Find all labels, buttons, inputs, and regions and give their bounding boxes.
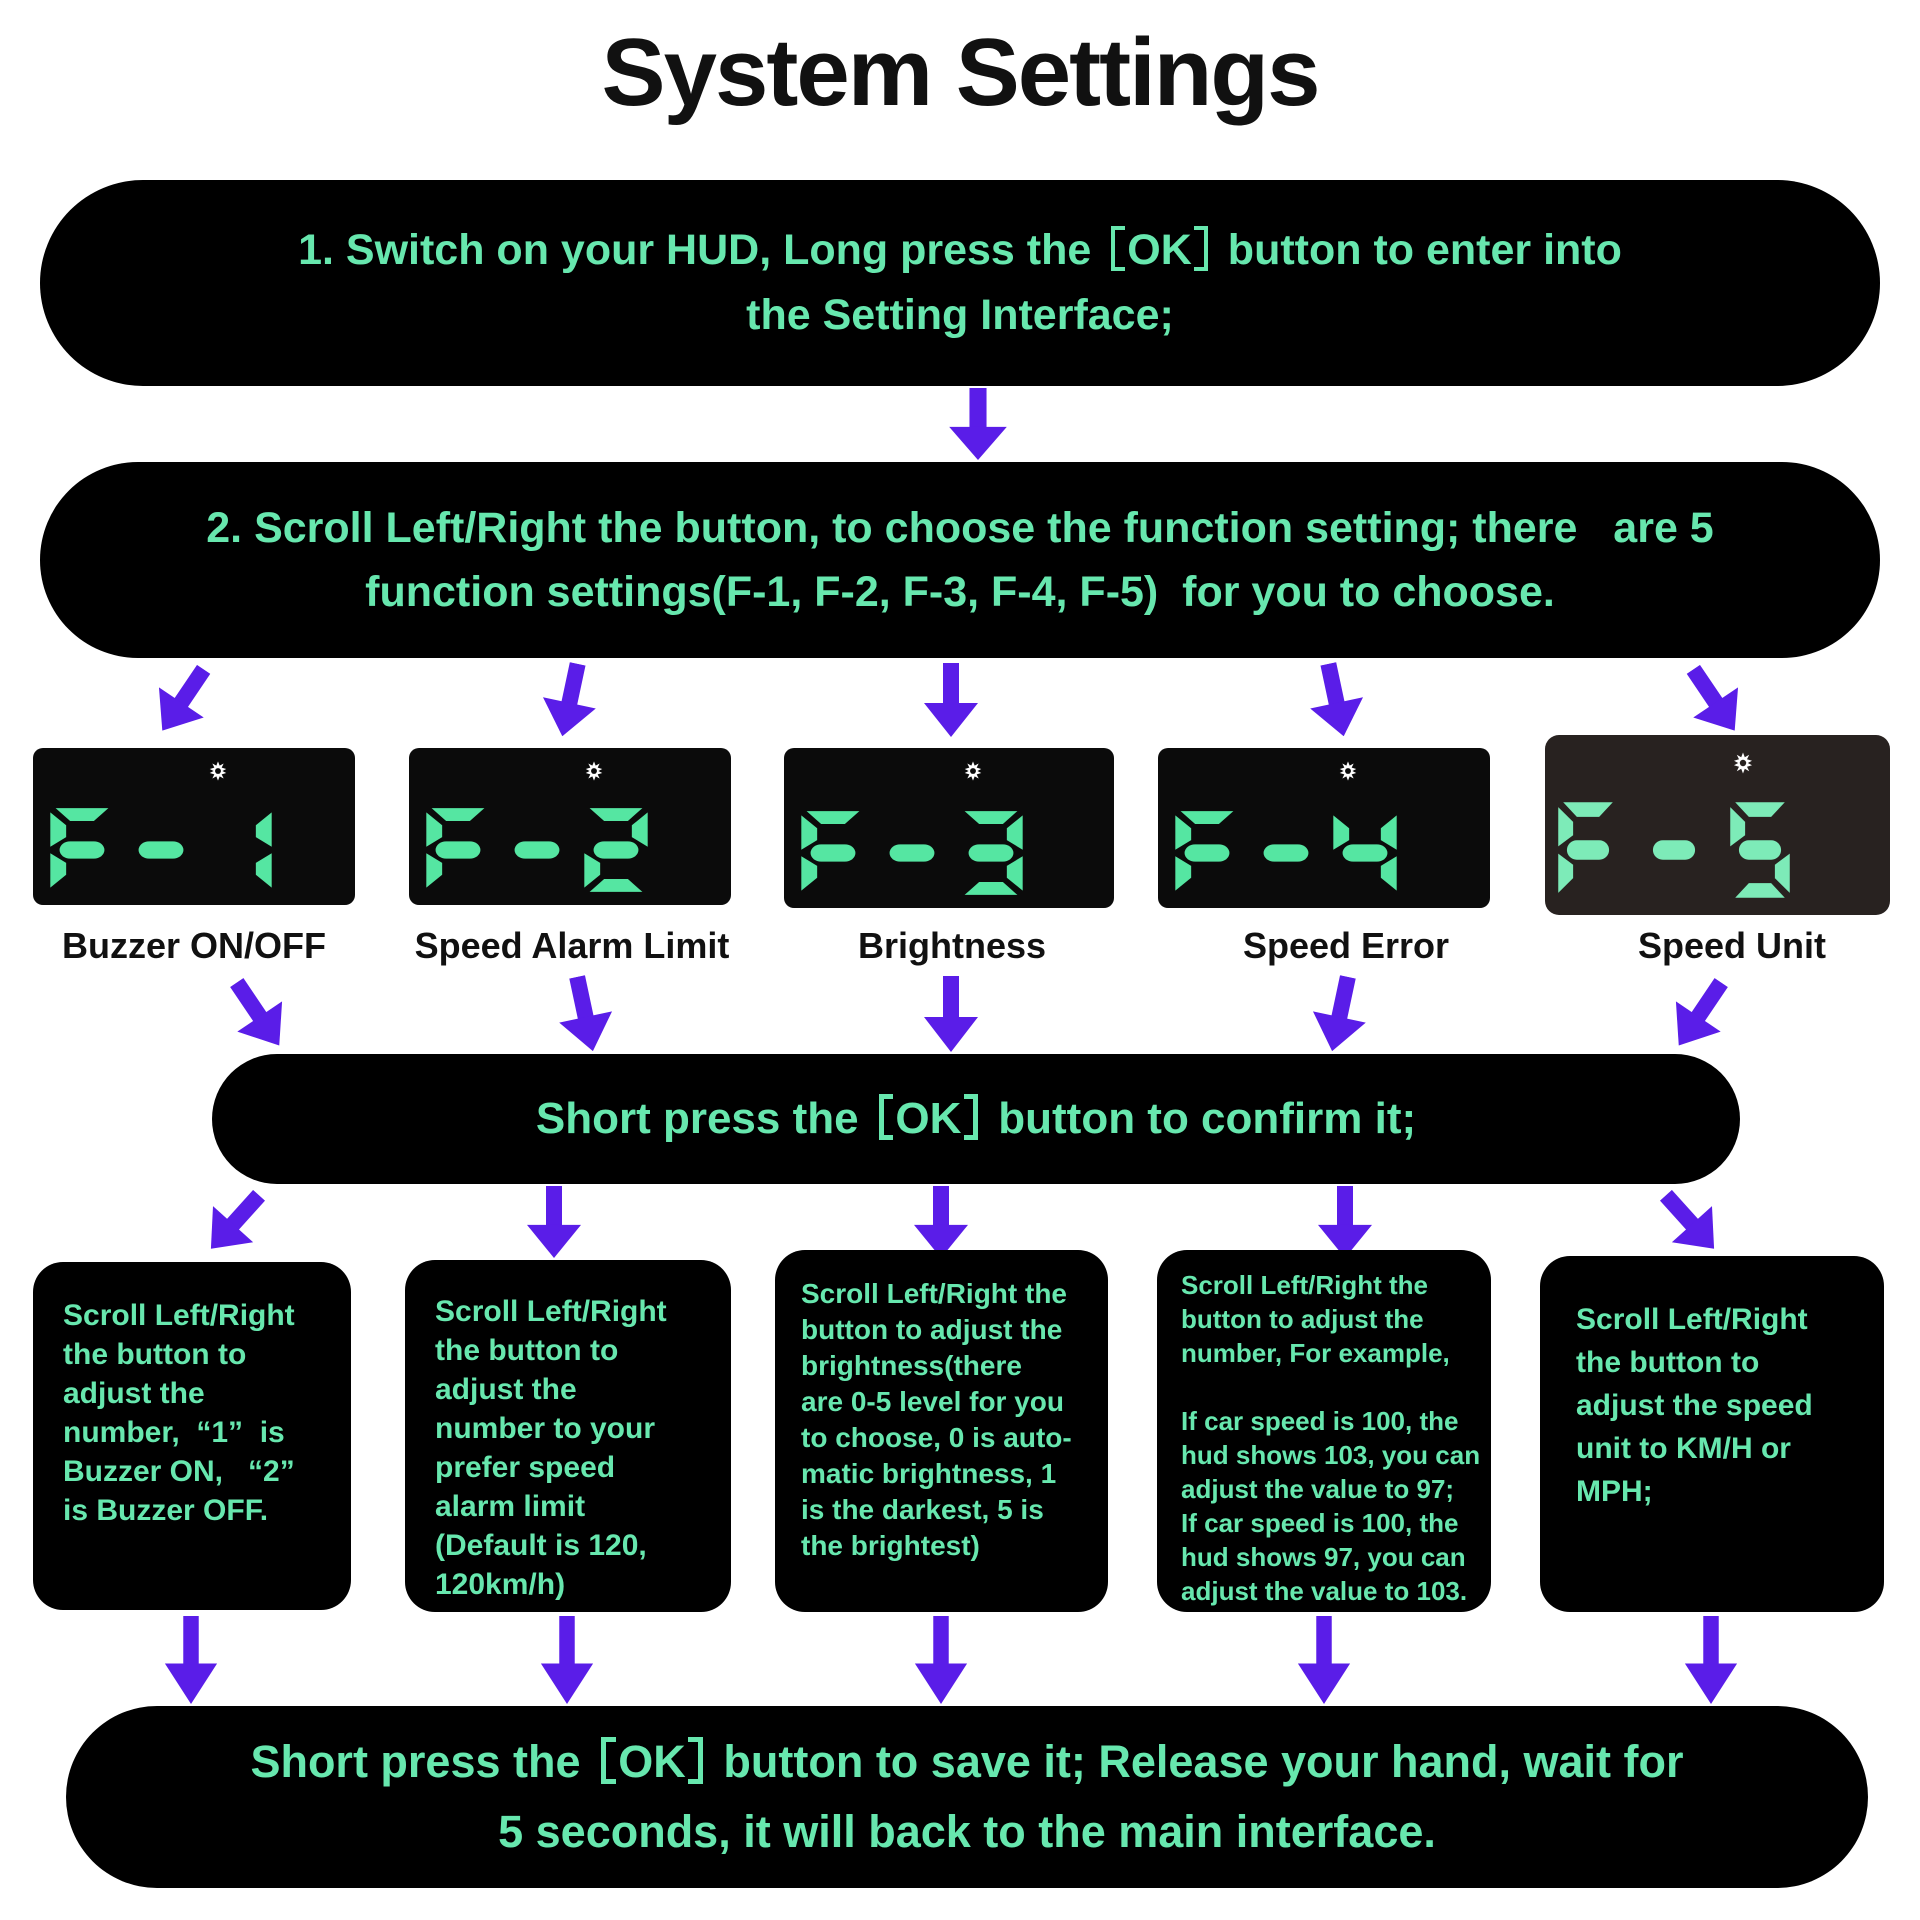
left-lenticular-bracket bbox=[1110, 226, 1126, 271]
detail-text-f3: Scroll Left/Right the button to adjust t… bbox=[801, 1278, 1072, 1561]
segment-readout bbox=[425, 807, 662, 893]
step2-text: 2. Scroll Left/Right the button, to choo… bbox=[206, 504, 1714, 616]
hud-display-f1 bbox=[33, 748, 355, 905]
function-label-f2: Speed Alarm Limit bbox=[414, 925, 730, 966]
arrow-down-left-icon bbox=[137, 653, 228, 748]
function-label-f4: Speed Error bbox=[1242, 925, 1450, 966]
right-lenticular-bracket bbox=[1193, 226, 1209, 271]
arrow-down-left-icon bbox=[1654, 966, 1746, 1063]
arrow-down-left-icon bbox=[533, 658, 607, 743]
gear-icon bbox=[1734, 752, 1753, 774]
right-lenticular-bracket bbox=[963, 1094, 979, 1141]
ok-button-label: OK bbox=[618, 1736, 686, 1787]
step1-text: 1. Switch on your HUD, Long press the OK… bbox=[40, 218, 1880, 348]
confirm-panel: Short press the OK button to confirm it; bbox=[212, 1054, 1740, 1184]
step1-text-pre: 1. Switch on your HUD, Long press the bbox=[298, 226, 1104, 274]
save-text: Short press the OK button to save it; Re… bbox=[66, 1727, 1868, 1867]
save-text-pre: Short press the bbox=[250, 1736, 594, 1787]
left-lenticular-bracket bbox=[878, 1094, 894, 1141]
arrow-down-icon bbox=[912, 1616, 970, 1704]
gear-icon bbox=[585, 761, 603, 781]
step2-panel: 2. Scroll Left/Right the button, to choo… bbox=[40, 462, 1880, 658]
ok-button-label: OK bbox=[895, 1094, 962, 1143]
hud-display-f5 bbox=[1545, 735, 1890, 915]
hud-display-f4 bbox=[1158, 748, 1490, 908]
function-label-f5: Speed Unit bbox=[1637, 925, 1826, 966]
detail-box-f5: Scroll Left/Right the button to adjust t… bbox=[1540, 1256, 1884, 1612]
gear-icon bbox=[209, 761, 227, 781]
detail-text-f5: Scroll Left/Right the button to adjust t… bbox=[1576, 1303, 1813, 1508]
segment-readout bbox=[49, 807, 286, 893]
confirm-text-post: button to confirm it; bbox=[986, 1094, 1417, 1143]
gear-icon bbox=[1340, 761, 1357, 781]
arrow-down-left-icon bbox=[1303, 971, 1377, 1058]
function-label-f1: Buzzer ON/OFF bbox=[61, 925, 326, 966]
segment-readout bbox=[800, 810, 1037, 896]
ok-button-label: OK bbox=[1127, 226, 1192, 274]
save-panel: Short press the OK button to save it; Re… bbox=[66, 1706, 1868, 1888]
arrow-down-left-icon bbox=[189, 1175, 282, 1269]
arrow-down-icon bbox=[946, 388, 1010, 460]
function-label-f3: Brightness bbox=[857, 925, 1047, 966]
step1-text-post: button to enter into the Setting Interfa… bbox=[746, 226, 1622, 339]
hud-display-f2 bbox=[409, 748, 731, 905]
detail-box-f2: Scroll Left/Right the button to adjust t… bbox=[405, 1260, 731, 1612]
segment-readout bbox=[1174, 810, 1411, 896]
arrow-down-icon bbox=[921, 663, 981, 737]
step1-panel: 1. Switch on your HUD, Long press the OK… bbox=[40, 180, 1880, 386]
gear-icon bbox=[964, 761, 982, 781]
page-title: System Settings bbox=[601, 19, 1321, 126]
detail-box-f4: Scroll Left/Right the button to adjust t… bbox=[1157, 1250, 1491, 1612]
detail-text-f1: Scroll Left/Right the button to adjust t… bbox=[63, 1299, 295, 1527]
right-lenticular-bracket bbox=[687, 1737, 703, 1785]
arrow-down-right-icon bbox=[548, 971, 622, 1058]
arrow-down-right-icon bbox=[1668, 653, 1759, 748]
hud-display-f3 bbox=[784, 748, 1114, 908]
arrow-down-right-icon bbox=[1644, 1175, 1737, 1269]
left-lenticular-bracket bbox=[601, 1737, 616, 1785]
arrow-down-right-icon bbox=[1299, 658, 1373, 743]
segment-readout bbox=[1557, 801, 1815, 899]
detail-text-f2: Scroll Left/Right the button to adjust t… bbox=[435, 1295, 667, 1601]
save-text-post: button to save it; Release your hand, wa… bbox=[498, 1736, 1684, 1857]
detail-box-f1: Scroll Left/Right the button to adjust t… bbox=[33, 1262, 351, 1610]
arrow-down-icon bbox=[921, 976, 981, 1052]
arrow-down-icon bbox=[524, 1186, 584, 1258]
arrow-down-icon bbox=[538, 1616, 596, 1704]
arrow-down-icon bbox=[1315, 1186, 1375, 1258]
detail-text-f4: Scroll Left/Right the button to adjust t… bbox=[1181, 1270, 1481, 1606]
arrow-down-icon bbox=[1682, 1616, 1740, 1704]
confirm-text: Short press the OK button to confirm it; bbox=[212, 1093, 1740, 1145]
arrow-down-icon bbox=[162, 1616, 220, 1704]
detail-box-f3: Scroll Left/Right the button to adjust t… bbox=[775, 1250, 1108, 1612]
arrow-down-right-icon bbox=[212, 966, 304, 1063]
confirm-text-pre: Short press the bbox=[535, 1094, 871, 1143]
arrow-down-icon bbox=[911, 1186, 971, 1258]
arrow-down-icon bbox=[1295, 1616, 1353, 1704]
